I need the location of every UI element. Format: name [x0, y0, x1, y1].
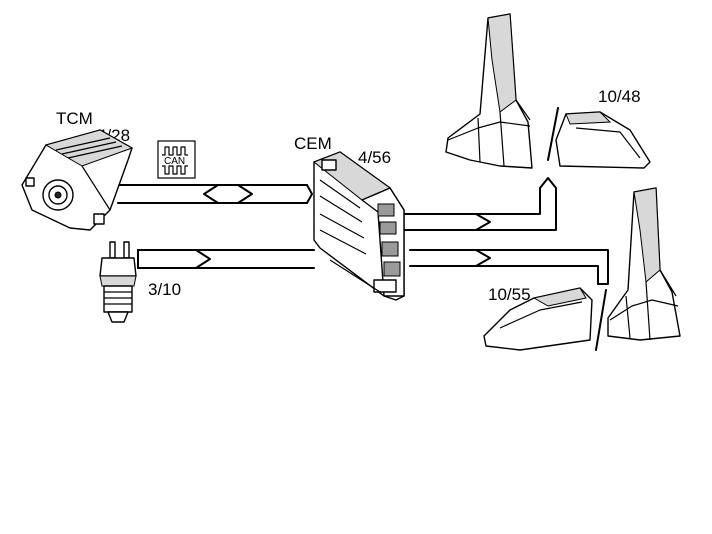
signal-link-cem-top-right — [402, 177, 557, 231]
signal-link-cem-bottom-right — [409, 249, 609, 285]
can-label: CAN — [164, 156, 185, 167]
switch-code-label: 3/10 — [148, 280, 181, 299]
cem-name-label: CEM — [294, 134, 332, 153]
gear-selector-icon — [445, 13, 533, 169]
tcm-module-icon — [21, 129, 134, 231]
cem-module-icon — [313, 151, 405, 301]
signal-link-switch-cem — [137, 249, 315, 269]
cem-code-label: 4/56 — [358, 148, 391, 167]
can-link-tcm-cem — [117, 184, 313, 204]
right-bottom-code-label: 10/55 — [488, 285, 531, 304]
switch-sensor-icon — [99, 241, 137, 323]
divider-bottom-right — [595, 289, 607, 351]
right-top-code-label: 10/48 — [598, 87, 641, 106]
can-bus-icon: CAN — [157, 140, 196, 179]
divider-top-right — [547, 107, 559, 161]
rear-light-icon — [555, 111, 651, 169]
gear-selector-icon — [607, 187, 681, 341]
rear-light-icon — [483, 287, 593, 351]
tcm-name-label: TCM — [56, 109, 93, 128]
